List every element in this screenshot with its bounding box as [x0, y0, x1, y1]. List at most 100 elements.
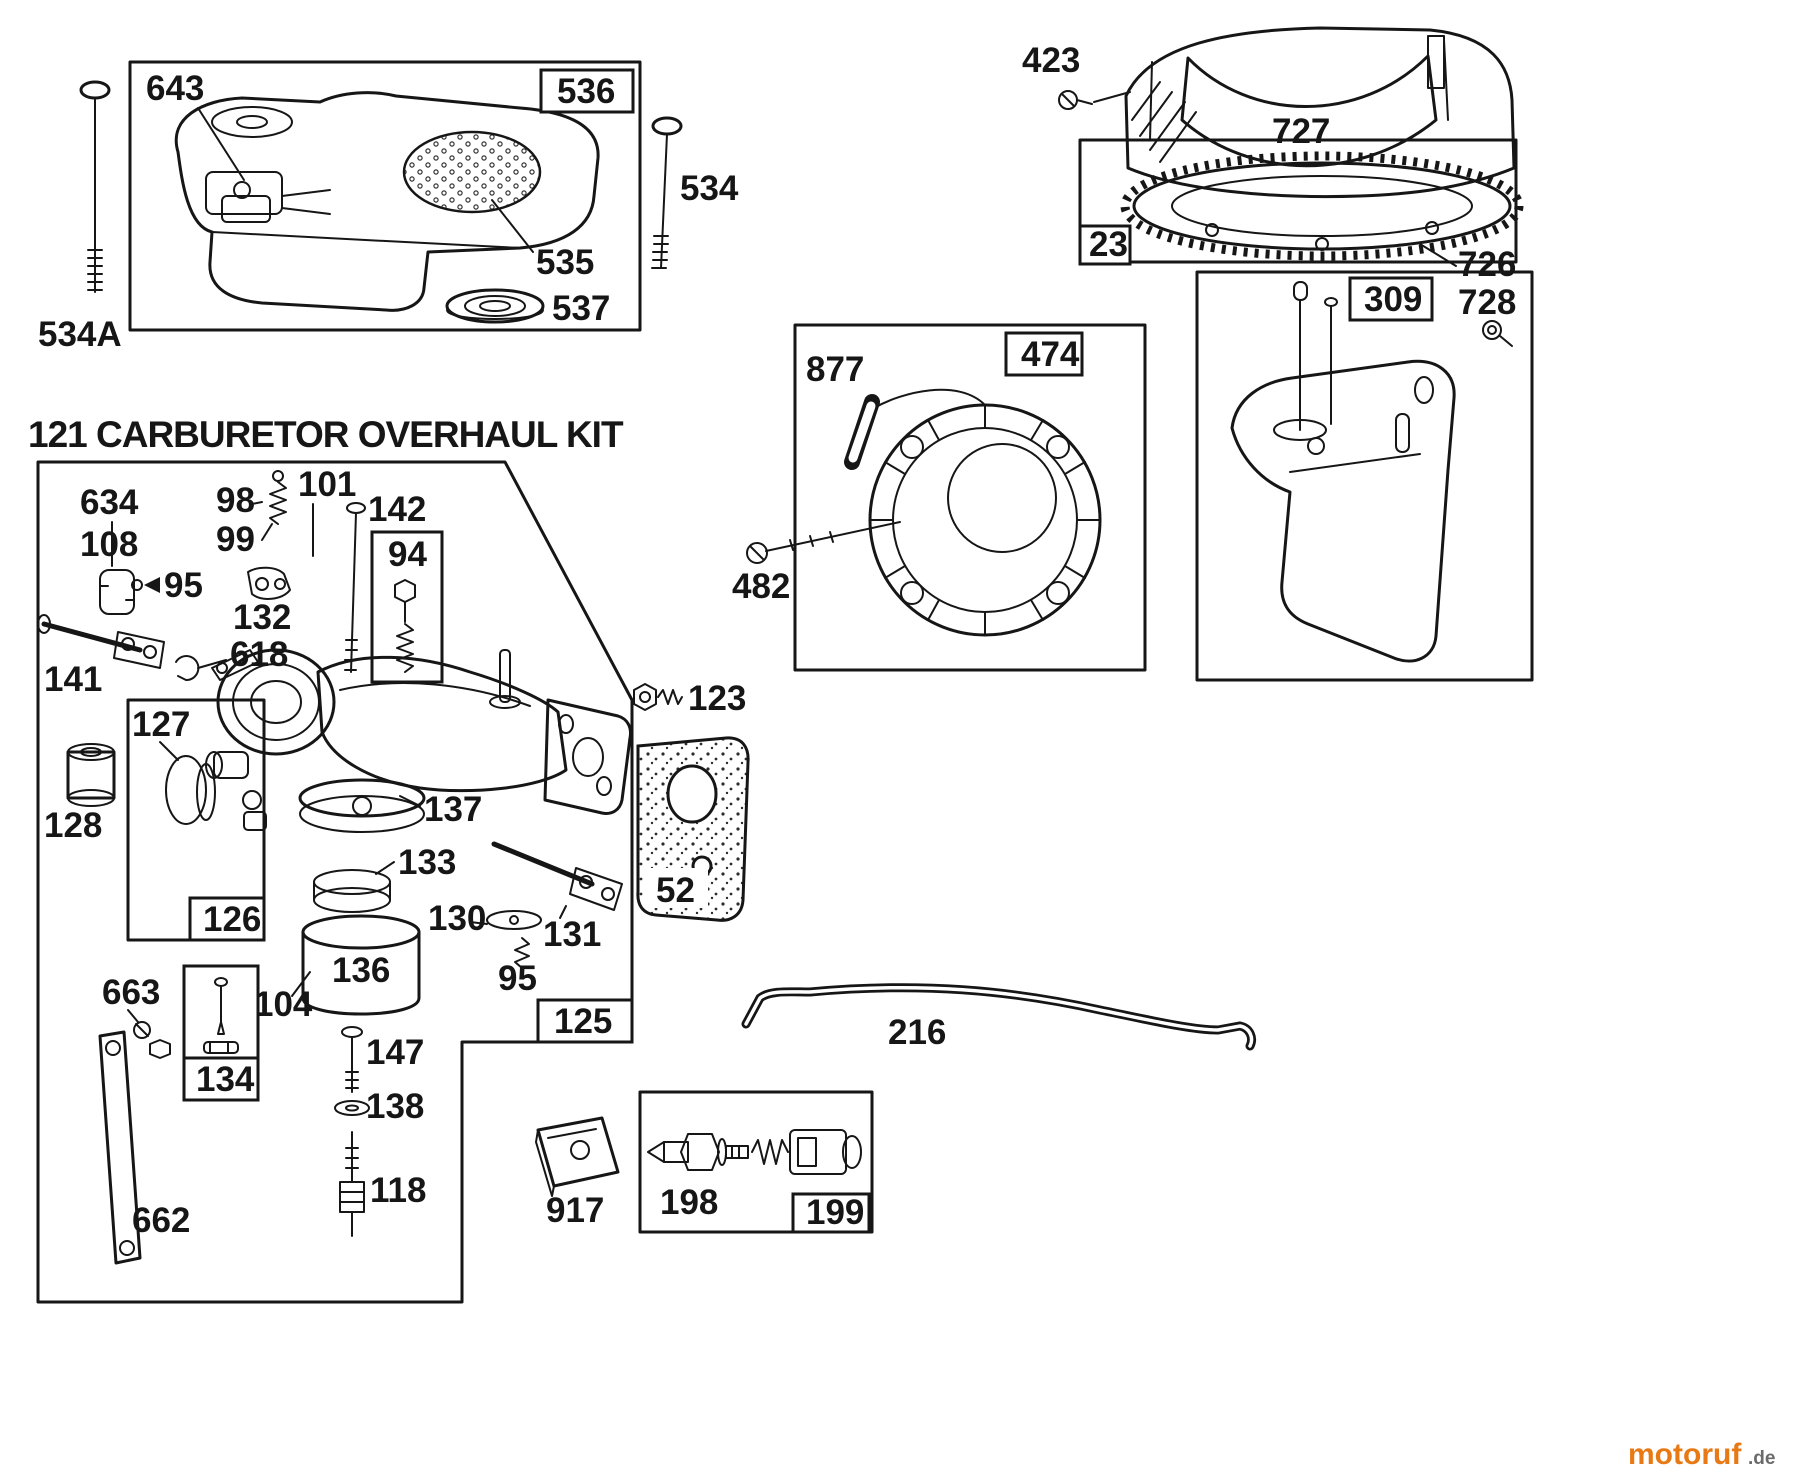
- idle-spring: [269, 481, 287, 525]
- needle-142: [350, 512, 357, 673]
- part-label-643: 643: [146, 69, 204, 108]
- choke-shaft-131: [491, 841, 595, 887]
- part-label-482: 482: [732, 567, 790, 606]
- watermark-tld: .de: [1748, 1448, 1775, 1469]
- part-label-123: 123: [688, 679, 746, 718]
- bolt-534: 534: [651, 116, 739, 269]
- part-label-136: 136: [332, 951, 390, 990]
- spring-95: [514, 937, 530, 969]
- valve-box-198-199: 198 199: [638, 1090, 874, 1234]
- plate-917: 917: [535, 1116, 620, 1230]
- part-label-142: 142: [368, 490, 426, 529]
- check-ball: [131, 579, 143, 591]
- part-label-134: 134: [196, 1060, 255, 1099]
- part-label-726: 726: [1458, 245, 1516, 284]
- part-label-95a: 95: [164, 566, 203, 605]
- governor-plate: [1230, 359, 1456, 663]
- part-label-118: 118: [370, 1171, 426, 1210]
- fuel-tank-illustration: [174, 91, 600, 312]
- part-label-125: 125: [554, 1002, 612, 1041]
- screw-663: [133, 1021, 151, 1039]
- governor-frame: [1195, 270, 1534, 682]
- part-label-99: 99: [216, 520, 255, 559]
- welch-plug: [99, 569, 135, 615]
- part-label-137: 137: [424, 790, 482, 829]
- part-label-23: 23: [1089, 225, 1128, 264]
- part-label-128: 128: [44, 806, 102, 845]
- governor-rod-216: 216: [741, 983, 1257, 1052]
- air-cleaner-frame: [128, 60, 642, 332]
- blower-housing-727: [1124, 26, 1516, 199]
- valve-spring: [751, 1139, 789, 1165]
- part-label-147: 147: [366, 1033, 424, 1072]
- part-label-132: 132: [233, 598, 291, 637]
- part-label-127: 127: [132, 705, 190, 744]
- part-label-423: 423: [1022, 41, 1080, 80]
- leader-535: [491, 199, 534, 253]
- leader-643: [197, 107, 245, 181]
- carburetor-kit-region: 634 108 95 98 99 101 142 94 132 618: [36, 460, 634, 1304]
- part-box-199: [791, 1192, 871, 1234]
- part-box-134: [182, 1056, 260, 1102]
- part-box-536: [539, 68, 635, 114]
- o-ring-127: [165, 755, 207, 825]
- washer-728: [1482, 320, 1502, 340]
- part-label-216: 216: [888, 1013, 946, 1052]
- part-label-141: 141: [44, 660, 102, 699]
- air-cleaner-assembly: 643 536 535: [128, 60, 642, 332]
- float-hinge: [247, 566, 291, 600]
- strap-662: [98, 1030, 142, 1265]
- part-label-52: 52: [656, 871, 695, 910]
- stator-assembly: 474 877 482: [732, 323, 1147, 672]
- arrow-95: [144, 577, 160, 593]
- part-box-309: [1348, 276, 1434, 322]
- part-box-474: [1004, 331, 1084, 377]
- throttle-shaft: [41, 621, 143, 653]
- part-label-727: 727: [1272, 112, 1330, 151]
- part-box-23: [1078, 224, 1132, 266]
- seat-spring: [396, 623, 414, 673]
- part-label-130: 130: [428, 899, 486, 938]
- part-label-662: 662: [132, 1201, 190, 1240]
- part-label-474: 474: [1021, 335, 1080, 374]
- part-label-131: 131: [543, 915, 601, 954]
- grommet-537: 537: [445, 288, 610, 328]
- part-label-94: 94: [388, 535, 427, 574]
- flywheel-shroud-assembly: 423 727 726 728 23: [1022, 26, 1524, 347]
- part-label-309: 309: [1364, 280, 1422, 319]
- tank-cap: [211, 106, 293, 138]
- part-label-133: 133: [398, 843, 456, 882]
- bolt-534a: 534A: [38, 80, 122, 354]
- bolt-482: [746, 542, 768, 564]
- jet-needle: [217, 985, 225, 1035]
- part-label-877: 877: [806, 350, 864, 389]
- part-label-728: 728: [1458, 283, 1516, 322]
- part-box-126: [188, 896, 266, 942]
- governor-assembly: 309: [1195, 270, 1534, 682]
- part-label-198: 198: [660, 1183, 718, 1222]
- plug-198: [680, 1133, 720, 1171]
- part-label-98: 98: [216, 481, 255, 520]
- diaphragm-130: [486, 910, 542, 930]
- bushing-128: [66, 750, 116, 800]
- part-box-125: [536, 998, 634, 1044]
- part-label-537: 537: [552, 289, 610, 328]
- screw-147: [341, 1026, 363, 1038]
- valve-body-199: [789, 1129, 847, 1175]
- part-label-536: 536: [557, 72, 615, 111]
- part-label-534a: 534A: [38, 315, 122, 354]
- part-label-138: 138: [366, 1087, 424, 1126]
- ring-gear-teeth: [1120, 151, 1524, 261]
- part-label-663: 663: [102, 973, 160, 1012]
- nut-123: 123: [633, 679, 746, 718]
- float-bowl-136: 136: [301, 914, 421, 1016]
- valve-frame: [638, 1090, 874, 1234]
- flywheel-frame: [1078, 138, 1518, 264]
- part-label-917: 917: [546, 1191, 604, 1230]
- washer-138: [334, 1100, 370, 1116]
- page-title: 121 CARBURETOR OVERHAUL KIT: [28, 414, 624, 455]
- part-label-535: 535: [536, 243, 594, 282]
- watermark-brand: motoruf: [1628, 1438, 1742, 1471]
